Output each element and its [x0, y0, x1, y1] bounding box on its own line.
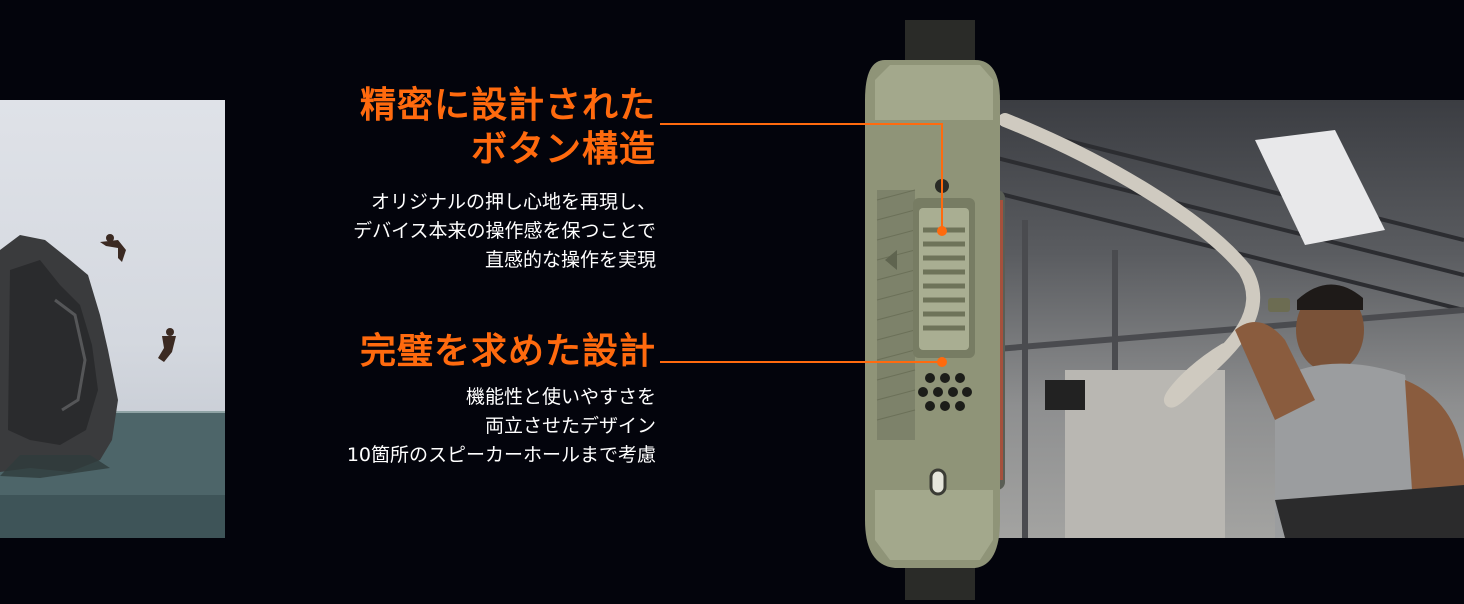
feature-2-heading: 完璧を求めた設計 [360, 330, 656, 374]
feature-1-description-line: デバイス本来の操作感を保つことで [353, 220, 656, 242]
feature-2-description-line: 機能性と使いやすさを [465, 386, 656, 408]
callout-line-button [660, 123, 943, 230]
feature-2-heading-line: 完璧を求めた設計 [359, 331, 656, 372]
callout-dot-button [937, 226, 947, 236]
feature-1-heading-line: 精密に設計された [359, 85, 656, 126]
feature-1-description-line: 直感的な操作を実現 [484, 249, 656, 271]
feature-2-description: 機能性と使いやすさを 両立させたデザイン 10箇所のスピーカーホールまで考慮 [347, 383, 656, 470]
feature-1-description: オリジナルの押し心地を再現し、 デバイス本来の操作感を保つことで 直感的な操作を… [353, 188, 656, 275]
feature-1-heading: 精密に設計された ボタン構造 [360, 84, 656, 172]
watch-case-side-view [855, 20, 1015, 604]
feature-1-heading-line: ボタン構造 [470, 129, 656, 170]
feature-2-description-line: 10箇所のスピーカーホールまで考慮 [346, 444, 656, 466]
gym-training-photo [985, 100, 1464, 538]
cliff-diving-photo [0, 100, 225, 538]
feature-2-description-line: 両立させたデザイン [484, 415, 656, 437]
callout-dot-speaker [937, 357, 947, 367]
feature-1-description-line: オリジナルの押し心地を再現し、 [370, 191, 656, 213]
